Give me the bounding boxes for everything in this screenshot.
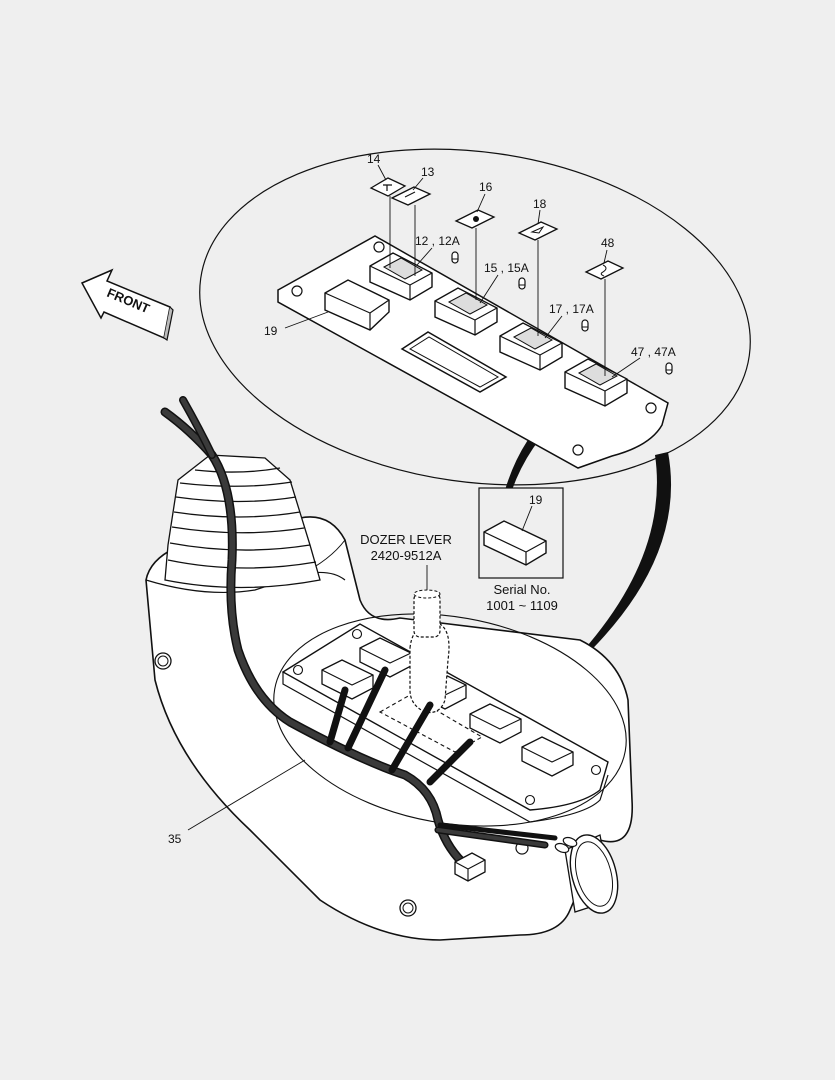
installed-display-window: [378, 694, 484, 753]
bulbs: [451, 251, 673, 375]
callout-12-12a: 12 , 12A: [415, 234, 460, 248]
installed-switch-5: [521, 736, 574, 777]
cylinder-end: [564, 834, 619, 914]
leader-35: [187, 759, 306, 831]
dozer-lever: [409, 565, 450, 714]
callout-35: 35: [168, 832, 182, 846]
callout-47-47a: 47 , 47A: [631, 345, 676, 359]
callout-48: 48: [601, 236, 615, 250]
callout-15-15a: 15 , 15A: [484, 261, 529, 275]
detail-ellipse: [199, 148, 751, 486]
symbol-plate-14: [369, 177, 407, 197]
symbol-plates: [369, 177, 625, 280]
callout-16: 16: [479, 180, 493, 194]
serial-range: 1001 ~ 1109: [486, 598, 558, 613]
bulb-12a: [451, 251, 459, 264]
bulb-17a: [581, 319, 589, 332]
switch-panel-detail: [277, 235, 669, 469]
leader-lines-upper: [284, 164, 641, 378]
front-arrow: FRONT: [80, 268, 174, 341]
lower-detail-ellipse: [273, 613, 627, 827]
bulb-47a: [665, 362, 673, 375]
symbol-plate-13: [390, 186, 432, 206]
symbol-plate-48: [584, 260, 625, 280]
dozer-lever-label: DOZER LEVER: [360, 532, 452, 547]
serial-label: Serial No.: [493, 582, 550, 597]
wiring-harness-35: [160, 396, 558, 867]
callout-19: 19: [264, 324, 278, 338]
bulb-15a: [518, 277, 526, 290]
detail-leader-wedge-right: [570, 452, 672, 665]
serial-inset: 19: [478, 487, 564, 579]
harness-connector: [454, 852, 486, 882]
installed-switch-4: [469, 703, 522, 744]
symbol-plate-18: [517, 221, 559, 241]
bellows-boot: [164, 454, 321, 589]
callout-17-17a: 17 , 17A: [549, 302, 594, 316]
rocker-switch-15: [434, 287, 498, 336]
dozer-lever-part: 2420-9512A: [371, 548, 442, 563]
callout-18: 18: [533, 197, 547, 211]
display-window: [400, 331, 508, 393]
rocker-switch-17: [499, 322, 563, 371]
rocker-switch-47: [564, 358, 628, 407]
blank-cover-19: [324, 279, 390, 331]
callout-13: 13: [421, 165, 435, 179]
harness-terminals: [554, 836, 578, 854]
symbol-plate-16: [454, 209, 496, 229]
detail-leader-wedge-left: [505, 408, 565, 490]
rocker-switch-12: [369, 252, 433, 301]
callout-14: 14: [367, 152, 381, 166]
callout-19-inset: 19: [529, 493, 543, 507]
